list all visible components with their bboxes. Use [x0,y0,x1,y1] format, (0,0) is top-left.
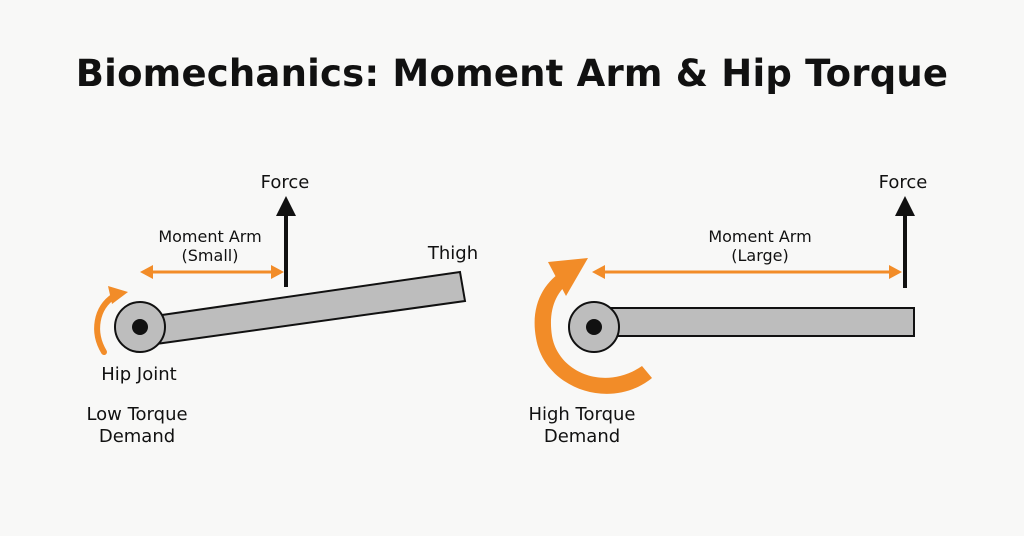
right-torque-rotation-arrow [534,270,652,394]
diagram-title: Biomechanics: Moment Arm & Hip Torque [75,52,949,95]
left-thigh-segment [146,270,467,346]
left-moment-arm-label-line1: Moment Arm [158,227,262,246]
right-force-arrow-head [895,196,915,216]
left-moment-arm-label-line2: (Small) [181,246,239,265]
left-torque-rotation-arrowhead [108,286,128,304]
left-moment-arm-head-right [271,265,284,279]
right-torque-rotation-arrowhead [548,258,588,296]
right-panel [534,196,915,394]
right-force-label: Force [878,172,928,193]
left-torque-rotation-arrow [94,293,117,355]
left-panel [94,196,467,355]
thigh-label: Thigh [427,243,479,264]
left-force-arrow-head [276,196,296,216]
right-moment-arm-label-line2: (Large) [731,246,789,265]
right-moment-arm-head-left [592,265,605,279]
right-hip-joint-center [586,319,602,335]
right-torque-label-line2: Demand [543,426,621,447]
left-force-label: Force [260,172,310,193]
right-torque-label-line1: High Torque [528,404,636,425]
right-thigh-segment [599,307,915,337]
hip-joint-label: Hip Joint [101,364,177,385]
left-moment-arm-head-left [140,265,153,279]
left-hip-joint-center [132,319,148,335]
left-torque-label-line2: Demand [98,426,176,447]
right-moment-arm-head-right [889,265,902,279]
right-moment-arm-label-line1: Moment Arm [708,227,812,246]
left-torque-label-line1: Low Torque [86,404,188,425]
